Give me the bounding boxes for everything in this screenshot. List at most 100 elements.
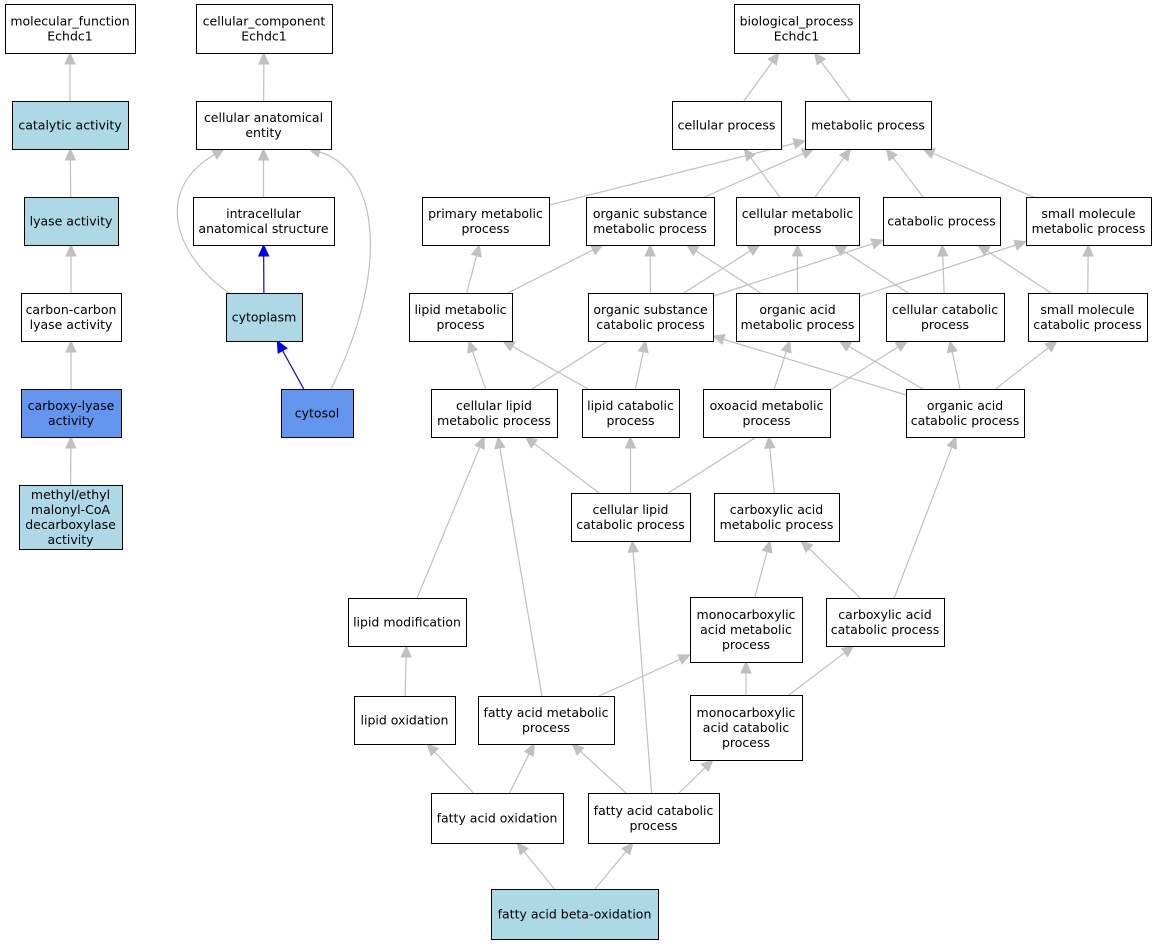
node-catalytic: catalytic activity — [12, 101, 129, 150]
node-lipid_mod: lipid modification — [348, 598, 467, 647]
edge-ccp-to-catabolic — [937, 243, 949, 294]
node-box — [1026, 197, 1152, 246]
edge-oacp-to-smcp — [995, 340, 1058, 390]
node-box — [586, 197, 715, 246]
node-label-line: catabolic process — [1033, 317, 1142, 332]
edge-cytosol-to-cae — [307, 146, 372, 390]
node-label-line: anatomical structure — [198, 221, 328, 236]
edge-cmp-to-cellular_process — [743, 148, 781, 198]
node-box — [672, 101, 782, 150]
edge-camp-to-oxomp — [764, 435, 776, 494]
node-box — [582, 389, 680, 438]
node-label-line: process — [722, 637, 770, 652]
node-label-line: cellular catabolic — [892, 302, 998, 317]
node-label-line: process — [436, 317, 484, 332]
node-label-line: small molecule — [1040, 302, 1135, 317]
node-label-line: metabolic process — [811, 118, 925, 133]
node-label-line: lipid oxidation — [361, 713, 449, 728]
edge-cytosol-to-cytoplasm — [276, 339, 305, 390]
node-box — [734, 4, 860, 54]
edge-clcp-to-clmp — [524, 436, 600, 494]
node-label-line: catabolic process — [596, 317, 705, 332]
edge-smcp-to-smmp — [1082, 243, 1094, 294]
node-box — [226, 293, 303, 342]
edge-oscp-to-catabolic — [712, 238, 885, 297]
node-catabolic: catabolic process — [883, 197, 1001, 246]
edge-oxomp-to-oamp — [773, 339, 792, 390]
node-label-line: oxoacid metabolic — [710, 398, 824, 413]
node-label-line: carboxylic acid — [838, 607, 931, 622]
node-box — [431, 389, 558, 438]
node-label-line: intracellular — [226, 206, 302, 221]
node-box — [21, 389, 122, 438]
node-box — [422, 197, 550, 246]
edge-oacp-to-oamp — [838, 340, 924, 390]
node-cellular_process: cellular process — [672, 101, 782, 150]
node-label-line: fatty acid beta-oxidation — [498, 907, 652, 922]
edge-facp-to-famp — [571, 743, 627, 794]
node-label-line: carbon-carbon — [26, 302, 117, 317]
edge-oamp-to-osmp — [685, 244, 761, 294]
node-label-line: Echdc1 — [47, 29, 92, 44]
node-box — [826, 598, 945, 647]
node-label-line: metabolic process — [437, 413, 551, 428]
node-label-line: primary metabolic — [428, 206, 543, 221]
edge-fabo-to-fao — [516, 842, 555, 890]
edge-mcacp-to-cacp — [788, 645, 855, 696]
edge-lipid_mod-to-clmp — [416, 435, 485, 599]
node-label-line: process — [606, 413, 654, 428]
node-box — [588, 793, 720, 844]
edge-clmp-to-lmp — [467, 339, 487, 390]
node-box — [19, 485, 123, 550]
node-label-line: acid catabolic — [703, 720, 790, 735]
node-label-line: metabolic process — [741, 317, 855, 332]
node-box — [690, 597, 803, 663]
node-label-line: Echdc1 — [241, 29, 286, 44]
node-box — [690, 695, 803, 761]
node-box — [906, 389, 1025, 438]
edges-layer — [64, 51, 1094, 890]
edge-osmp-to-metabolic_process — [704, 148, 815, 198]
node-label-line: cytoplasm — [232, 310, 297, 325]
edge-fao-to-famp — [508, 742, 535, 794]
node-label-line: small molecule — [1041, 206, 1136, 221]
node-box — [12, 101, 129, 150]
edge-lyase-to-catalytic — [64, 147, 77, 198]
edge-metabolic_process-to-bp_root — [813, 52, 851, 102]
node-cytoplasm: cytoplasm — [226, 293, 303, 342]
edge-oamp-to-cmp — [791, 243, 804, 293]
edge-primary_mp-to-metabolic_process — [548, 138, 807, 206]
node-label-line: organic substance — [593, 302, 708, 317]
node-box — [883, 197, 1001, 246]
node-label-line: monocarboxylic — [697, 705, 796, 720]
edge-lcp-to-oscp — [634, 339, 649, 390]
node-label-line: process — [629, 818, 677, 833]
node-label-line: catabolic process — [911, 413, 1020, 428]
edge-cytoplasm-to-ias — [257, 243, 270, 294]
node-box — [354, 696, 456, 745]
node-label-line: catabolic process — [831, 622, 940, 637]
node-label-line: lyase activity — [30, 317, 113, 332]
node-box — [21, 293, 122, 342]
edge-carboxy_lyase-to-cc_lyase — [65, 339, 77, 389]
node-label-line: cytosol — [295, 406, 339, 421]
node-label-line: process — [461, 221, 509, 236]
node-label-line: metabolic process — [593, 221, 707, 236]
